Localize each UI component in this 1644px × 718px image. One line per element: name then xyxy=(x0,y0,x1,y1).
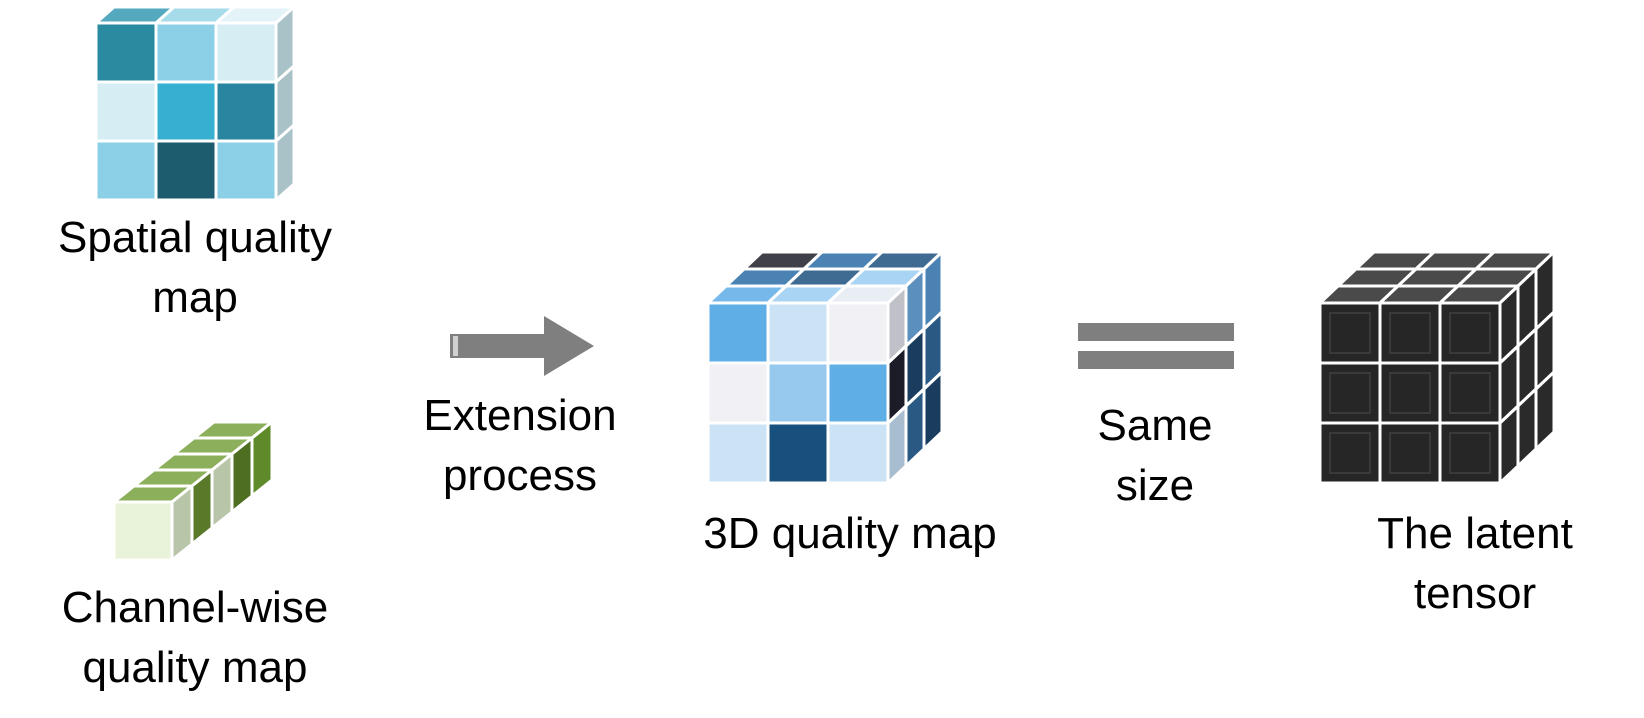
front-cell xyxy=(706,361,770,425)
equals-sign xyxy=(1078,323,1234,369)
front-cell-bevel xyxy=(1389,432,1431,474)
side-cell xyxy=(922,370,944,451)
channel-wise-quality-map-label: Channel-wise quality map xyxy=(61,583,329,692)
front-cell xyxy=(766,361,830,425)
side-cell xyxy=(274,123,296,202)
latent-tensor-label: The latent tensor xyxy=(1377,509,1573,618)
front-cell xyxy=(112,500,174,562)
front-cell-bevel xyxy=(1329,432,1371,474)
front-cell xyxy=(154,139,218,202)
front-cell-bevel xyxy=(1329,312,1371,354)
channel-wise-quality-map-cube xyxy=(112,420,274,562)
front-cell xyxy=(94,139,158,202)
extension-arrow xyxy=(450,316,594,376)
front-cell-bevel xyxy=(1449,312,1491,354)
front-cell-bevel xyxy=(1449,372,1491,414)
front-cell-bevel xyxy=(1389,372,1431,414)
front-cell xyxy=(826,361,890,425)
3d-quality-map-cube xyxy=(706,250,944,485)
spatial-quality-map-cube xyxy=(94,5,296,202)
front-cell xyxy=(154,80,218,143)
front-cell xyxy=(94,80,158,143)
front-cell xyxy=(826,421,890,485)
front-cell-bevel xyxy=(1449,432,1491,474)
side-cell xyxy=(250,420,274,498)
same-size-label: Same size xyxy=(1097,401,1213,510)
front-cell xyxy=(214,21,278,84)
front-cell xyxy=(214,139,278,202)
front-cell xyxy=(706,301,770,365)
front-cell xyxy=(706,421,770,485)
front-cell xyxy=(766,301,830,365)
spatial-quality-map-label: Spatial quality map xyxy=(58,213,332,322)
front-cell xyxy=(826,301,890,365)
3d-quality-map-label: 3D quality map xyxy=(703,509,997,558)
extension-process-label: Extension process xyxy=(423,391,617,500)
front-cell-bevel xyxy=(1389,312,1431,354)
front-cell xyxy=(214,80,278,143)
front-cell xyxy=(766,421,830,485)
side-cell xyxy=(1534,370,1556,451)
front-cell-bevel xyxy=(1329,372,1371,414)
front-cell xyxy=(94,21,158,84)
latent-tensor-cube xyxy=(1318,250,1556,485)
front-cell xyxy=(154,21,218,84)
